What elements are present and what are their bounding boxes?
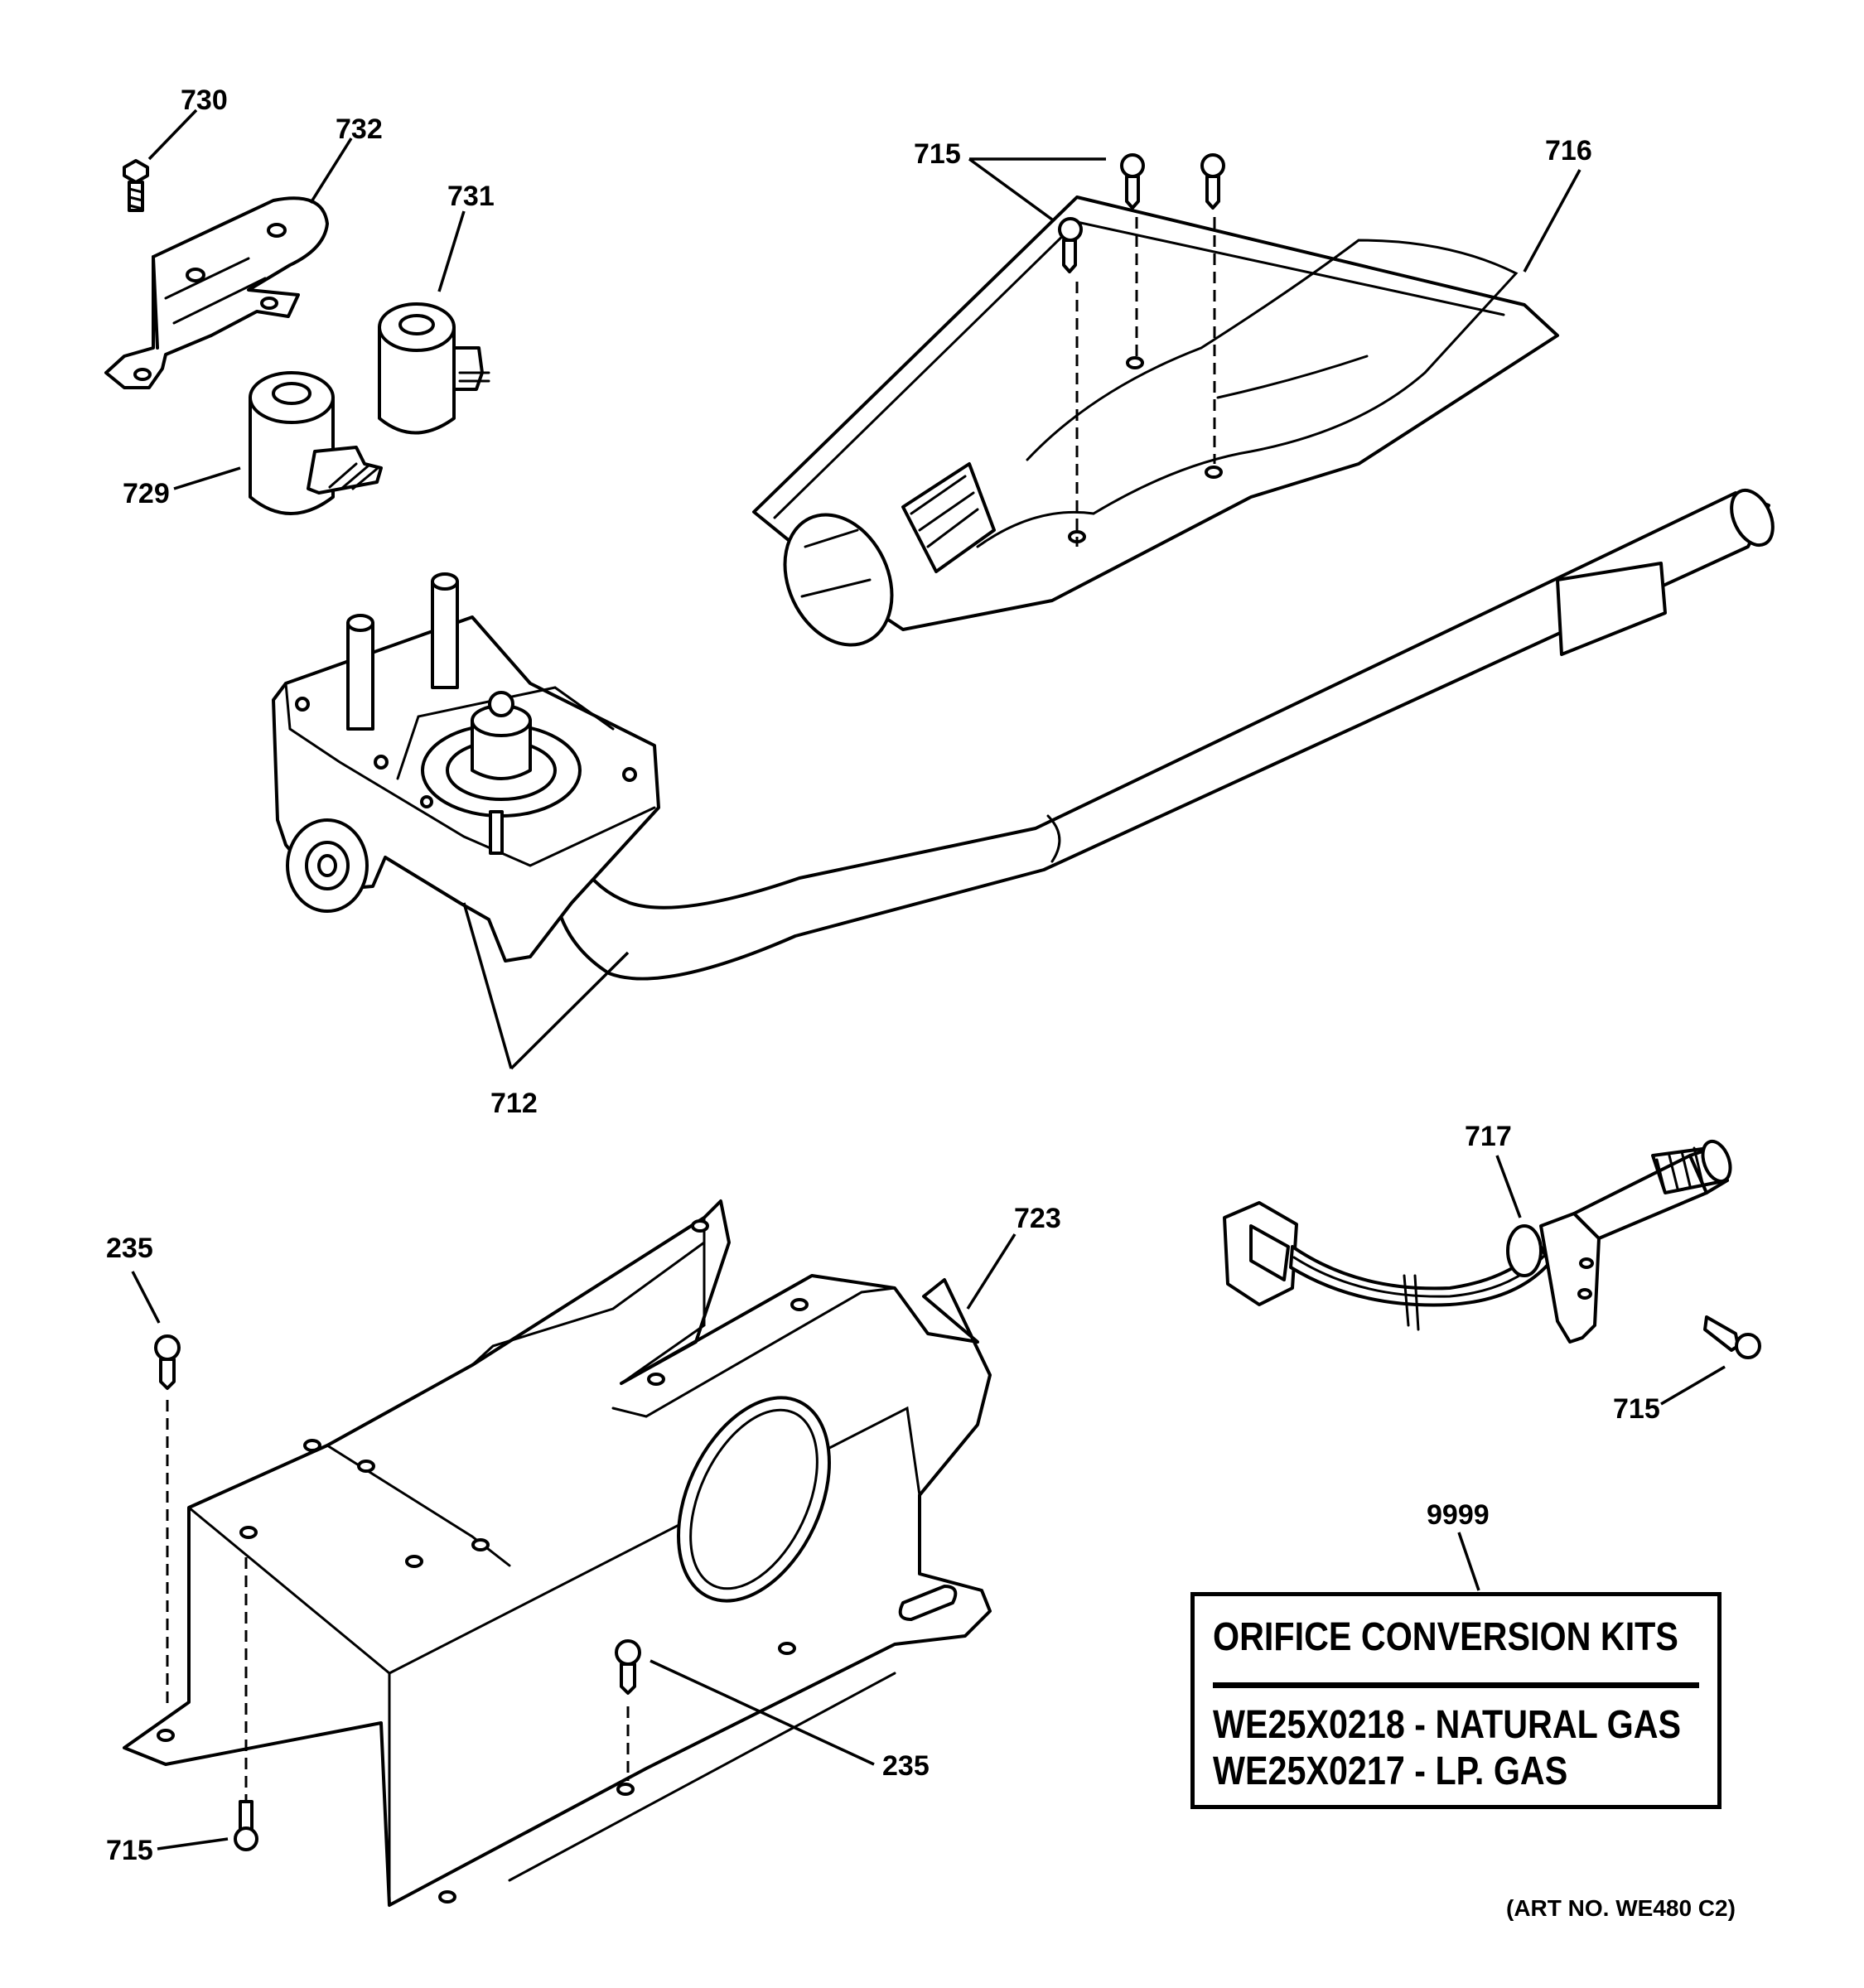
callout-712: 712 — [490, 1088, 538, 1119]
mounting-bracket-723 — [123, 1199, 992, 1907]
coil-bracket-732 — [104, 196, 329, 389]
callout-723: 723 — [1014, 1203, 1061, 1234]
callout-730: 730 — [181, 84, 228, 116]
orifice-kit-box: ORIFICE CONVERSION KITS WE25X0218 - NATU… — [1190, 1592, 1722, 1809]
burner-716 — [752, 195, 1559, 647]
callout-716: 716 — [1545, 135, 1592, 166]
screw-715-top-c — [1200, 153, 1225, 464]
callout-731: 731 — [447, 181, 495, 212]
callout-729: 729 — [123, 478, 170, 509]
solenoid-coil-729 — [249, 371, 383, 515]
art-number: (ART NO. WE480 C2) — [1506, 1895, 1736, 1921]
screw-715-top-b — [1120, 153, 1145, 356]
solenoid-coil-731 — [378, 302, 490, 435]
callout-235-bottom: 235 — [882, 1750, 930, 1782]
screw-715-right — [1703, 1315, 1761, 1359]
kit-natural-gas: WE25X0218 - NATURAL GAS — [1213, 1703, 1682, 1747]
leader-lines — [131, 109, 1726, 1850]
callout-labels: 730 732 731 729 715 716 712 717 235 723 … — [106, 84, 1660, 1866]
screw-715-top-a — [1058, 217, 1083, 547]
screw-235-bottom — [615, 1639, 641, 1781]
screw-730 — [123, 159, 149, 212]
kit-divider — [1213, 1682, 1699, 1688]
callout-9999: 9999 — [1427, 1499, 1490, 1531]
screw-235-left — [154, 1334, 181, 1706]
gas-valve-712 — [272, 488, 1775, 981]
callout-235-left: 235 — [106, 1233, 153, 1264]
callout-732: 732 — [336, 113, 383, 145]
callout-717: 717 — [1465, 1121, 1512, 1152]
kit-title: ORIFICE CONVERSION KITS — [1213, 1615, 1678, 1659]
callout-715-bottom: 715 — [106, 1835, 153, 1866]
kit-lp-gas: WE25X0217 - LP. GAS — [1213, 1749, 1568, 1793]
callout-715-right: 715 — [1613, 1393, 1660, 1425]
callout-715-top: 715 — [914, 138, 961, 170]
screw-715-bottom — [234, 1557, 258, 1851]
igniter-717 — [1223, 1139, 1732, 1344]
